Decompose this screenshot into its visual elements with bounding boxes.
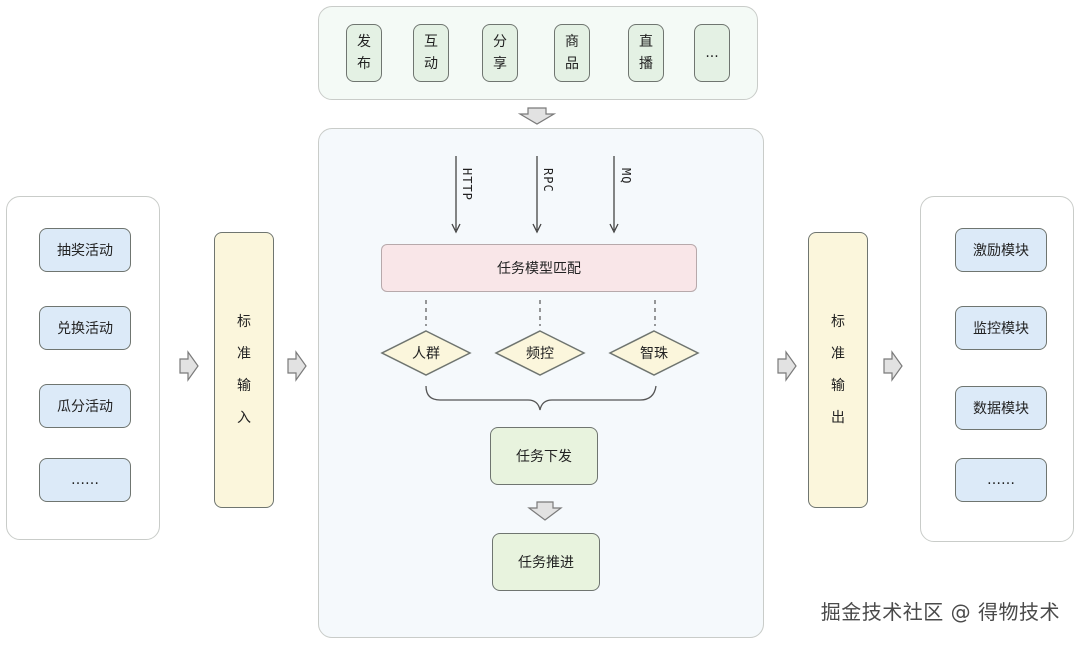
protocol-mq-label: MQ xyxy=(619,168,633,185)
protocol-http-label: HTTP xyxy=(460,168,474,201)
left-item-lottery: 抽奖活动 xyxy=(39,228,131,272)
filter-zhizhu-label: 智珠 xyxy=(640,346,668,362)
filter-zhizhu-diamond: 智珠 xyxy=(608,329,700,377)
left-item-exchange: 兑换活动 xyxy=(39,306,131,350)
top-item-publish: 发 布 xyxy=(346,24,382,82)
task-model-match-box: 任务模型匹配 xyxy=(381,244,697,292)
top-item-more: ... xyxy=(694,24,730,82)
merge-brace xyxy=(425,385,657,411)
block-arrow-right-4 xyxy=(883,350,903,382)
right-item-data: 数据模块 xyxy=(955,386,1047,430)
left-item-more: …… xyxy=(39,458,131,502)
top-item-share: 分 享 xyxy=(482,24,518,82)
block-arrow-down-top xyxy=(517,107,557,125)
protocol-rpc-label: RPC xyxy=(541,168,555,193)
filter-frequency-diamond: 频控 xyxy=(494,329,586,377)
filter-crowd-diamond: 人群 xyxy=(380,329,472,377)
right-item-monitor: 监控模块 xyxy=(955,306,1047,350)
filter-frequency-label: 频控 xyxy=(526,346,554,362)
standard-output-column: 标 准 输 出 xyxy=(808,232,868,508)
filter-crowd-label: 人群 xyxy=(412,346,440,362)
top-item-product: 商 品 xyxy=(554,24,590,82)
right-item-more: …… xyxy=(955,458,1047,502)
standard-input-column: 标 准 输 入 xyxy=(214,232,274,508)
top-item-live: 直 播 xyxy=(628,24,664,82)
block-arrow-right-3 xyxy=(777,350,797,382)
task-dispatch-box: 任务下发 xyxy=(490,427,598,485)
block-arrow-down-dispatch xyxy=(527,501,563,521)
task-advance-box: 任务推进 xyxy=(492,533,600,591)
top-item-interact: 互 动 xyxy=(413,24,449,82)
top-source-panel xyxy=(318,6,758,100)
watermark-text: 掘金技术社区 @ 得物技术 xyxy=(820,600,1060,624)
right-item-incentive: 激励模块 xyxy=(955,228,1047,272)
block-arrow-right-1 xyxy=(179,350,199,382)
block-arrow-right-2 xyxy=(287,350,307,382)
left-item-split: 瓜分活动 xyxy=(39,384,131,428)
